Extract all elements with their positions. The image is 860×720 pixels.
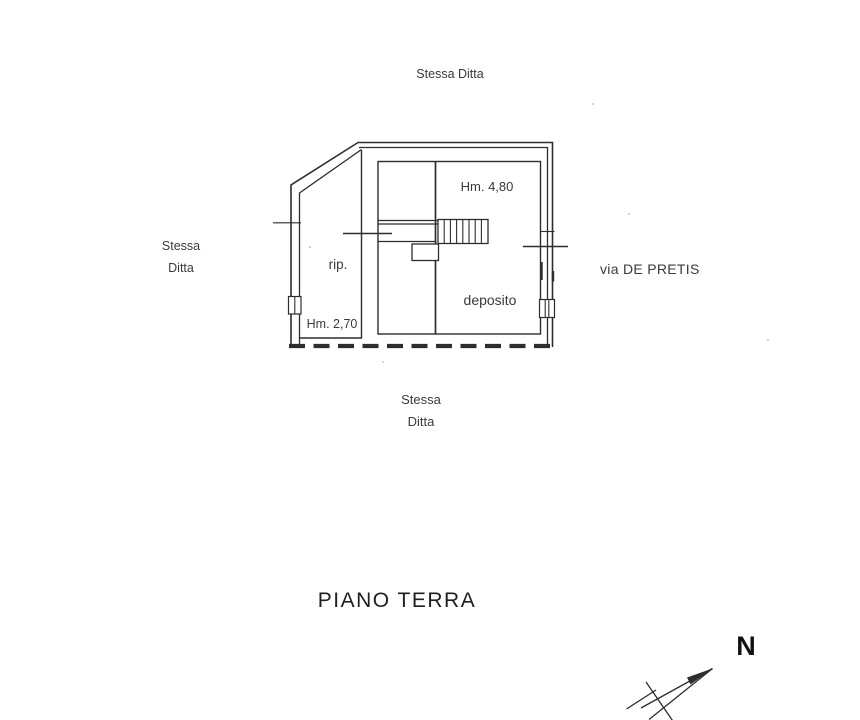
- label-stessa-west-line1: Stessa: [161, 239, 201, 253]
- label-stessa-ditta-south: Stessa Ditta: [401, 389, 441, 433]
- label-main-room-height: Hm. 4,80: [460, 179, 514, 194]
- inner-wall-left: [298, 148, 362, 345]
- right-wall-opening: [523, 230, 568, 282]
- stair-landing-walls: [378, 219, 438, 243]
- stair-base-box: [411, 243, 440, 262]
- scan-noise-dot: [382, 361, 384, 363]
- outer-wall-line: [290, 141, 554, 347]
- inner-wall-right: [359, 146, 549, 344]
- stairs: [437, 218, 489, 245]
- building-walls: [289, 141, 555, 349]
- label-deposito-room: deposito: [463, 292, 517, 308]
- scan-noise-dot: [628, 213, 630, 215]
- left-window-icon: [287, 295, 302, 315]
- scan-noise-dot: [767, 339, 769, 341]
- label-rip-room-height: Hm. 2,70: [306, 317, 358, 331]
- right-window-icon: [538, 298, 556, 319]
- label-stessa-ditta-north: Stessa Ditta: [416, 67, 484, 81]
- scan-noise-dot: [592, 103, 594, 105]
- main-room-box: [377, 160, 542, 335]
- page-title: PIANO TERRA: [317, 589, 477, 612]
- label-stessa-ditta-west: Stessa Ditta: [162, 235, 200, 279]
- label-via-de-pretis: via DE PRETIS: [600, 261, 700, 277]
- label-rip-room: rip.: [328, 257, 348, 272]
- label-stessa-south-line1: Stessa: [401, 392, 441, 407]
- label-stessa-west-line2: Ditta: [168, 261, 194, 275]
- compass-needle-icon: [626, 667, 713, 720]
- label-stessa-south-line2: Ditta: [407, 414, 435, 429]
- rip-room-outline: [299, 150, 363, 339]
- scan-noise-dot: [309, 246, 311, 248]
- compass-north-label: N: [736, 631, 756, 661]
